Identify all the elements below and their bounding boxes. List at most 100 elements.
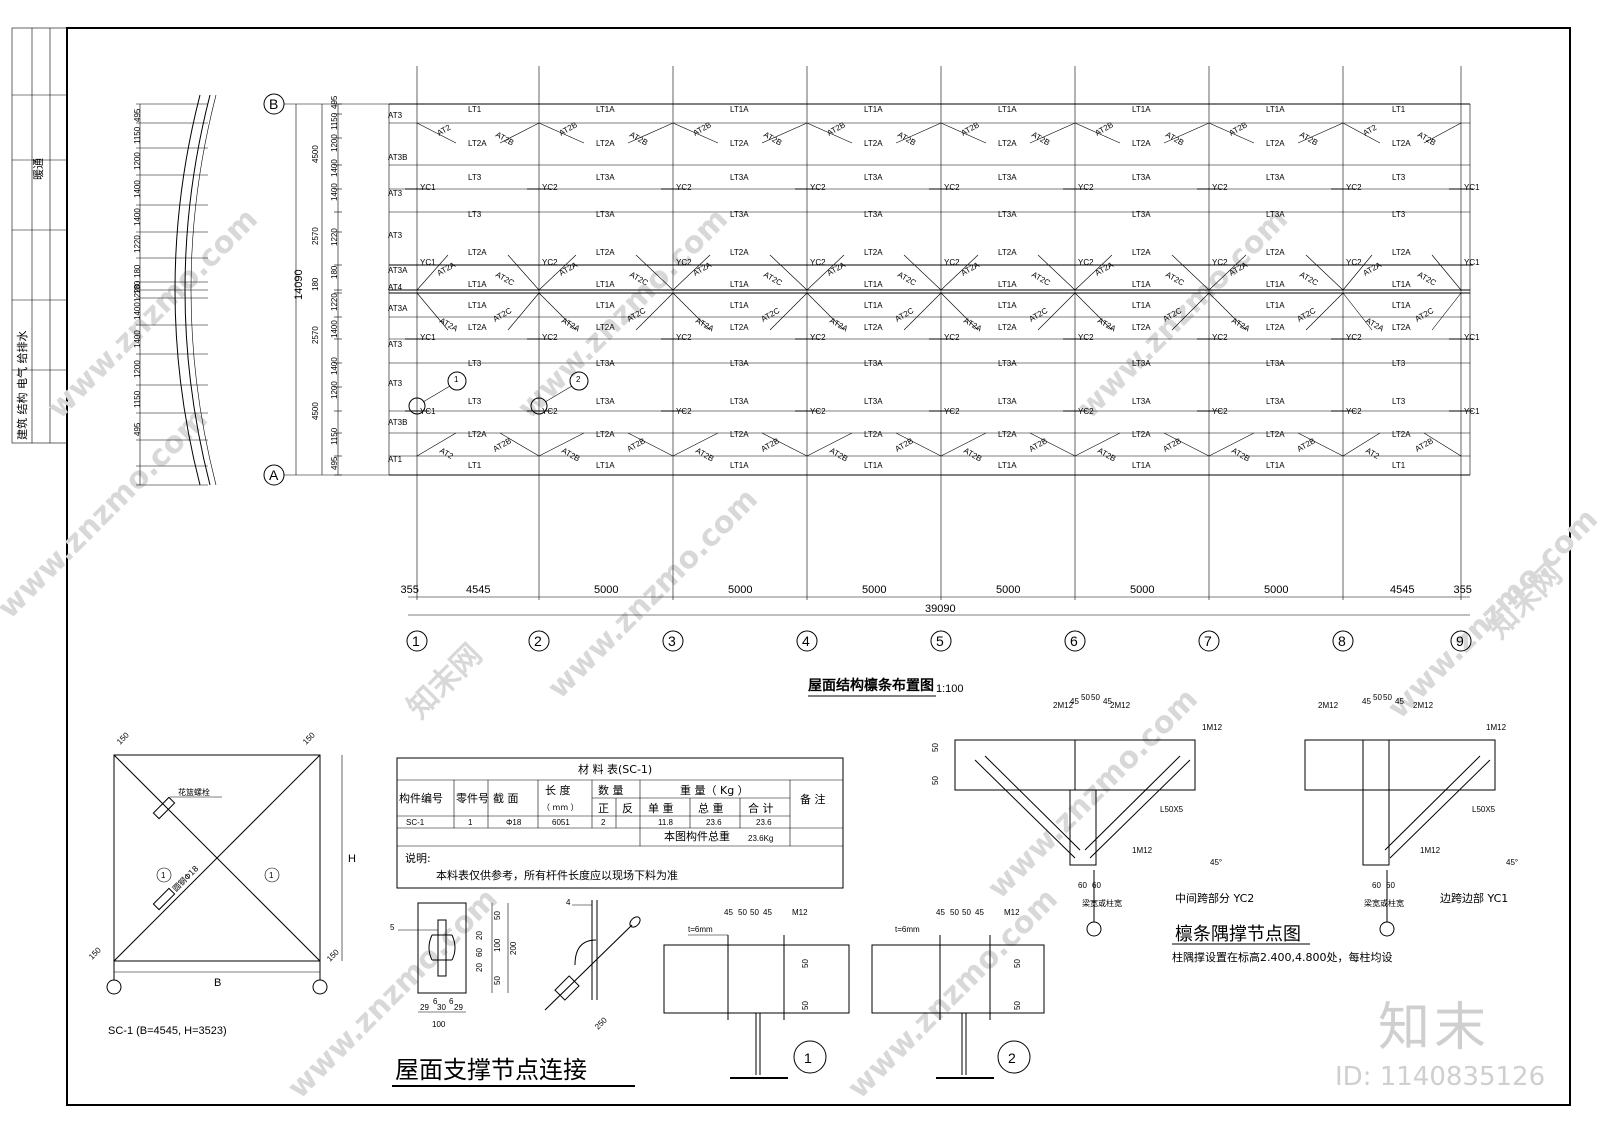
brace-label: AT2B (1230, 446, 1251, 464)
member-label: LT1A (998, 301, 1017, 310)
span-dim: 4545 (466, 584, 490, 596)
brace-label: AT2C (896, 270, 918, 288)
span-dim: 4545 (1390, 584, 1414, 596)
brace-line (1342, 292, 1373, 331)
axis-bubble (1198, 630, 1220, 652)
arc-dim: 1220 (133, 235, 142, 253)
brace-label: AT2B (1296, 436, 1317, 454)
svg-text:5: 5 (390, 923, 395, 932)
brace-label: AT2B (1164, 130, 1185, 148)
svg-text:总 重: 总 重 (698, 801, 724, 815)
yc-label: YC2 (1346, 183, 1362, 192)
svg-text:150: 150 (325, 947, 341, 963)
member-label: LT1A (1392, 280, 1411, 289)
span-dim: 355 (401, 584, 419, 596)
brace-line (806, 254, 845, 291)
brace-line (1208, 122, 1255, 144)
svg-text:本图构件总重: 本图构件总重 (664, 829, 730, 843)
svg-text:45: 45 (1395, 697, 1404, 706)
detail-marker-label: 1 (454, 375, 459, 384)
brace-label: AT2A (828, 316, 850, 334)
member-label: LT1 (468, 461, 482, 470)
member-label: LT2A (730, 139, 749, 148)
brace-label: AT2C (760, 306, 782, 324)
svg-text:29: 29 (420, 1003, 429, 1012)
arc-dim: 1200 (133, 152, 142, 170)
brace-line (672, 254, 711, 291)
brace-label: AT2A (962, 316, 984, 334)
axis-bubble (528, 630, 550, 652)
svg-text:1M12: 1M12 (1486, 723, 1507, 732)
svg-text:200: 200 (509, 941, 518, 955)
brace-line (507, 292, 540, 331)
purlin-brace-detail: 2M12 2M12 45 50 50 45 1M12 1M12 L50X5 45… (931, 693, 1518, 964)
brace-label: AT2B (1028, 436, 1049, 454)
member-label: LT1A (998, 280, 1017, 289)
svg-text:2M12: 2M12 (1053, 701, 1074, 710)
member-label: LT3 (1392, 359, 1406, 368)
svg-text:50: 50 (1373, 693, 1382, 702)
axis-letter: A (269, 467, 279, 483)
member-label: LT1 (1392, 461, 1406, 470)
brace-line (769, 292, 808, 331)
brace-label: AT2B (560, 446, 581, 464)
brace-line (1342, 432, 1381, 457)
brace-line (1342, 254, 1373, 291)
brace-line (1431, 254, 1462, 291)
brace-label: AT2B (1030, 130, 1051, 148)
member-label: LT1A (730, 301, 749, 310)
yc-label: YC2 (1078, 258, 1094, 267)
brace-line (1305, 254, 1344, 291)
group-dim: 4500 (311, 145, 320, 163)
table-title: 材 料 表(SC-1) (578, 762, 652, 776)
brace-line (940, 122, 987, 144)
svg-text:4: 4 (566, 898, 571, 907)
svg-text:合 计: 合 计 (748, 801, 774, 815)
yc-label: YC2 (944, 333, 960, 342)
svg-text:2M12: 2M12 (1413, 701, 1434, 710)
member-label: LT3A (1266, 210, 1285, 219)
member-label: LT2A (864, 139, 883, 148)
left-member-label: AT3 (388, 189, 403, 198)
axis-number: 2 (534, 633, 542, 649)
member-label: LT1A (1132, 301, 1151, 310)
leader-line (544, 385, 573, 403)
svg-text:50: 50 (1013, 1001, 1022, 1010)
yc-label: YC2 (542, 333, 558, 342)
arc-dim: 1150 (133, 390, 142, 408)
member-label: LT1A (998, 461, 1017, 470)
member-label: LT2A (1392, 323, 1411, 332)
brace-line (1037, 254, 1076, 291)
svg-text:L50X5: L50X5 (1472, 805, 1496, 814)
svg-text:1: 1 (468, 818, 473, 827)
yc-label: YC1 (420, 183, 436, 192)
svg-text:45: 45 (763, 908, 772, 917)
brace-line (1423, 432, 1462, 457)
brace-label: AT2B (1414, 436, 1435, 454)
member-label: LT3A (730, 173, 749, 182)
member-label: LT2A (596, 430, 615, 439)
brace-label: AT2B (694, 446, 715, 464)
detail-marker-circle (408, 397, 426, 415)
member-label: LT3A (730, 359, 749, 368)
svg-text:29: 29 (454, 1003, 463, 1012)
svg-text:梁宽或柱宽: 梁宽或柱宽 (1082, 898, 1122, 908)
svg-text:M12: M12 (1004, 908, 1020, 917)
member-label: LT2A (596, 248, 615, 257)
member-label: LT2A (730, 430, 749, 439)
row-dim: 1400 (330, 159, 339, 177)
brace-label: AT2A (960, 260, 982, 278)
svg-text:150: 150 (301, 730, 317, 746)
brace-label: AT2C (894, 306, 916, 324)
brace-line (1208, 292, 1247, 331)
brace-label: AT2 (1364, 446, 1381, 461)
yc-label: YC2 (810, 183, 826, 192)
svg-text:1: 1 (269, 871, 274, 880)
svg-text:50: 50 (1081, 693, 1090, 702)
yc-label: YC2 (810, 258, 826, 267)
yc-label: YC2 (1078, 183, 1094, 192)
svg-text:2: 2 (1008, 1050, 1016, 1066)
left-member-label: AT4 (388, 283, 403, 292)
svg-text:20: 20 (475, 931, 484, 940)
svg-text:23.6: 23.6 (706, 818, 722, 827)
